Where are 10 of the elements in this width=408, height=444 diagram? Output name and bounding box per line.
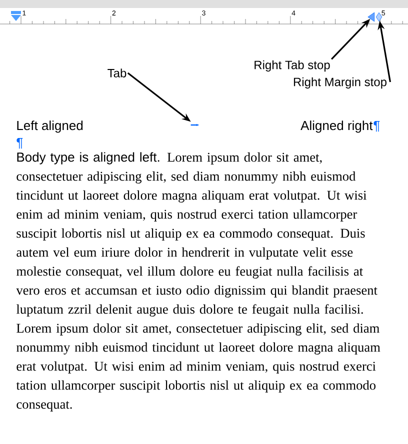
tab-stop-marker	[368, 12, 375, 22]
callout-text: Right Margin stop	[294, 77, 386, 89]
callout-text: Right Tab stop	[254, 60, 330, 72]
heading-text: Left aligned	[17, 120, 83, 133]
pilcrow: ¶	[16, 138, 23, 149]
callout-text: Tab	[108, 68, 126, 78]
heading-text: Aligned right	[300, 120, 373, 133]
body-paragraph: Body type is aligned left. Lorem ipsum dolor sit amet, consectetuer adipiscing elit, sed diam nonummy nibh euismod tincidunt ut laoreet dolore magna aliquam erat volutpat. Ut wisi enim ad minim veniam, quis nostrud exerci tation ullamcorper suscipit lobortis nisl ut aliquip ex ea commodo consequat. Duis autem vel eum iriure dolor in hendrerit in vulputate velit esse molestie consequat, vel illum dolore eu feugiat nulla facilisis at vero eros et accumsan et iusto odio dignissim qui blandit praesent luptatum zzril delenit augue duis dolore te feugait nulla facilisi. Lorem ipsum dolor sit amet, consectetuer adipiscing elit, sed diam nonummy nibh euismod tincidunt ut laoreet dolore magna aliquam erat volutpat. Ut wisi enim ad minim veniam, quis nostrud exerci tation ullamcorper suscipit lobortis nisl ut aliquip ex ea commodo consequat.	[16, 152, 380, 412]
pilcrow: ¶	[374, 121, 380, 132]
margin-marker	[376, 12, 382, 22]
